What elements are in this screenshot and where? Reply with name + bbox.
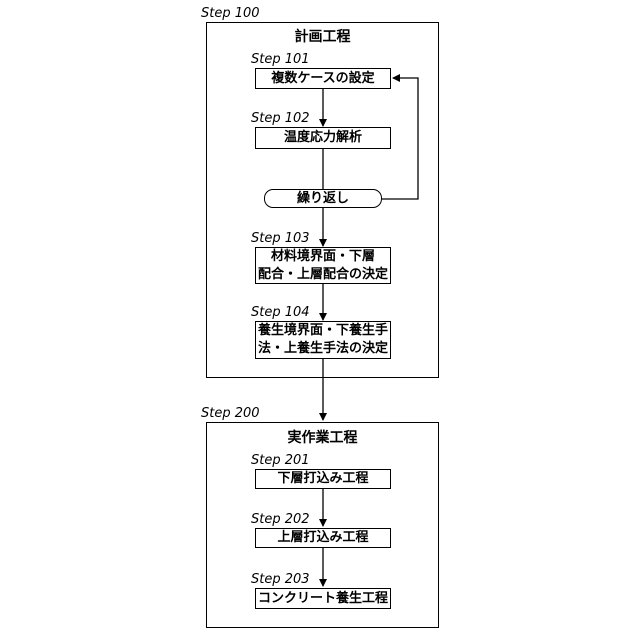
step-101-box: 複数ケースの設定 [255,68,391,89]
step-203-label: Step 203 [251,572,310,587]
step-102-label: Step 102 [251,111,310,126]
repeat-box: 繰り返し [264,189,382,208]
step-203-box: コンクリート養生工程 [255,588,391,609]
step-102-box: 温度応力解析 [255,127,391,149]
step-201-label: Step 201 [251,453,310,468]
step-103-line1: 材料境界面・下層 [258,248,388,266]
step-102-text: 温度応力解析 [284,129,362,147]
step-202-label: Step 202 [251,512,310,527]
step-201-box: 下層打込み工程 [255,469,391,489]
step-103-line2: 配合・上層配合の決定 [258,266,388,284]
step-103-box: 材料境界面・下層 配合・上層配合の決定 [255,247,391,284]
step-104-line2: 法・上養生手法の決定 [258,340,388,358]
step-104-label: Step 104 [251,305,310,320]
step-203-text: コンクリート養生工程 [258,590,388,608]
step-202-text: 上層打込み工程 [277,529,368,547]
step-104-box: 養生境界面・下養生手 法・上養生手法の決定 [255,321,391,359]
step-201-text: 下層打込み工程 [277,470,368,488]
step-104-line1: 養生境界面・下養生手 [258,322,388,340]
repeat-text: 繰り返し [297,190,349,208]
step-101-text: 複数ケースの設定 [271,70,374,88]
step-202-box: 上層打込み工程 [255,528,391,548]
step-101-label: Step 101 [251,52,310,67]
step-103-label: Step 103 [251,231,310,246]
